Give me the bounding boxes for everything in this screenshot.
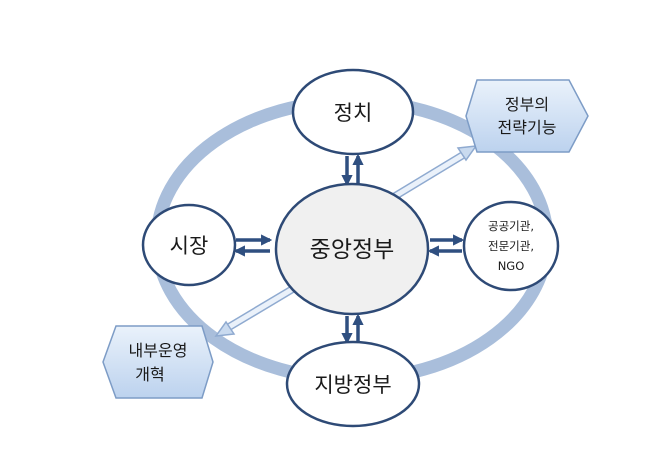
node-public-institutions-line-3: NGO	[498, 259, 525, 273]
badge-internal-reform-line-2: 개혁	[135, 365, 164, 384]
badge-internal-reform-line-1: 내부운영	[129, 341, 188, 360]
arrow-center-right	[427, 234, 465, 257]
node-local-government: 지방정부	[285, 340, 421, 428]
node-politics-label: 정치	[334, 101, 373, 125]
node-market-label: 시장	[170, 234, 209, 258]
node-central-government: 중앙정부	[274, 182, 430, 316]
arrow-center-left	[233, 234, 273, 257]
badge-strategic-function-line-1: 정부의	[505, 95, 549, 114]
arrow-center-top	[341, 153, 364, 187]
arrow-to-strategic-function	[389, 145, 478, 202]
arrow-to-internal-reform	[214, 283, 299, 337]
node-central-government-label: 중앙정부	[310, 237, 395, 263]
arrow-center-bottom	[341, 313, 364, 345]
node-public-institutions-line-2: 전문기관,	[488, 239, 534, 253]
node-market: 시장	[141, 203, 237, 287]
node-politics: 정치	[291, 68, 415, 156]
badge-strategic-function-line-2: 전략기능	[498, 118, 557, 137]
badge-strategic-function: 정부의 전략기능	[465, 79, 589, 153]
node-local-government-label: 지방정부	[314, 373, 391, 397]
node-public-institutions-line-1: 공공기관,	[488, 219, 534, 233]
node-public-institutions: 공공기관, 전문기관, NGO	[462, 200, 560, 292]
badge-internal-reform: 내부운영 개혁	[102, 325, 214, 399]
